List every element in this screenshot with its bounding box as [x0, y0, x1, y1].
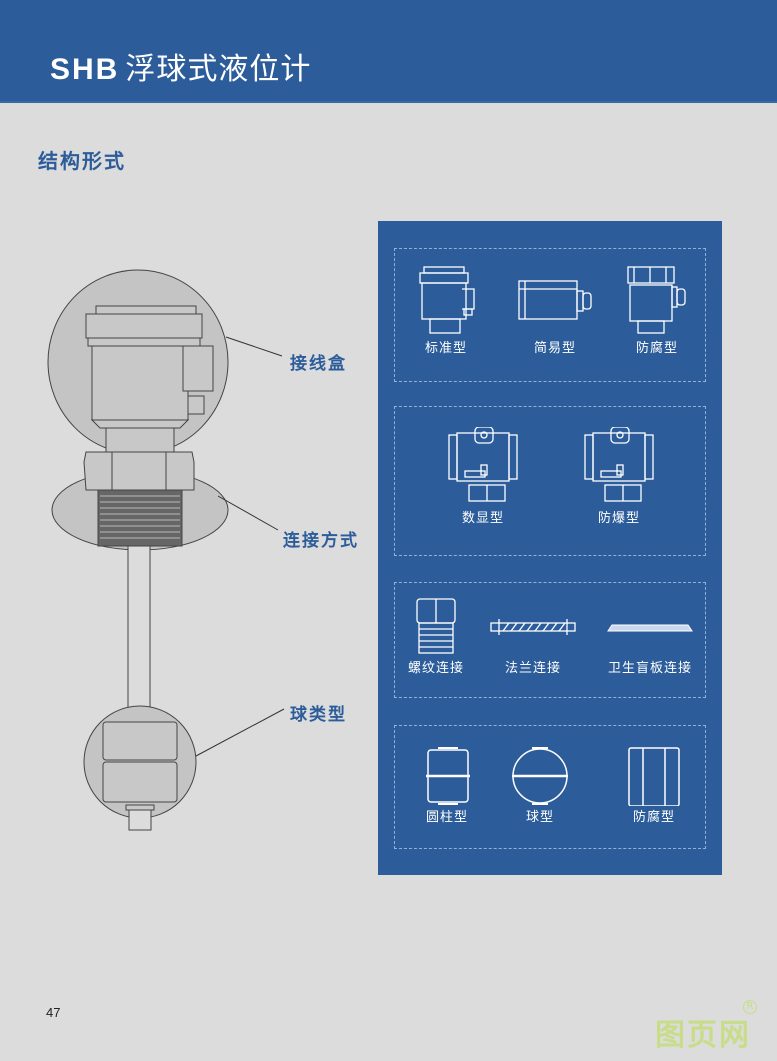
option-label: 标准型	[424, 341, 467, 356]
option-label: 圆柱型	[425, 810, 468, 825]
standard-box-icon	[419, 266, 475, 334]
watermark-text: 图页网	[655, 1018, 751, 1053]
flange-connection-icon	[490, 619, 576, 635]
option-sphere: 球型	[507, 746, 573, 825]
product-name: 浮球式液位计	[125, 52, 312, 87]
guide-rod	[127, 545, 151, 727]
option-anticorrosion-float: 防腐型	[619, 746, 689, 825]
page-number: 47	[46, 1005, 61, 1020]
callout-float-type: 球类型	[290, 705, 347, 725]
callout-lines	[195, 336, 285, 757]
callout-connection: 连接方式	[283, 531, 359, 551]
option-label: 螺纹连接	[407, 661, 464, 676]
registered-mark-icon: R	[743, 1000, 757, 1014]
sanitary-blind-icon	[607, 624, 693, 632]
option-standard: 标准型	[413, 265, 479, 356]
cylinder-float-icon	[426, 747, 470, 805]
connection-drawing	[83, 451, 195, 547]
group-float-types: 圆柱型 球型 防腐型	[394, 725, 706, 849]
option-label: 防腐型	[635, 341, 678, 356]
brand-name: SHB	[50, 53, 120, 86]
watermark-logo: 图页网 R	[655, 1000, 757, 1054]
callout-junction-box: 接线盒	[290, 354, 347, 374]
option-simple: 简易型	[513, 265, 597, 356]
option-digital-display: 数显型	[441, 427, 525, 526]
option-label: 数显型	[461, 511, 504, 526]
option-label: 球型	[525, 810, 554, 825]
option-sanitary-blind: 卫生盲板连接	[599, 597, 701, 676]
group-connection-types: 螺纹连接 法兰连接 卫生盲板连接	[394, 582, 706, 698]
anticorrosion-float-icon	[628, 747, 680, 806]
group-display-types: 数显型 防爆型	[394, 406, 706, 556]
option-threaded: 螺纹连接	[397, 597, 475, 676]
option-label: 法兰连接	[504, 661, 561, 676]
simple-box-icon	[518, 280, 592, 320]
option-flange: 法兰连接	[485, 597, 581, 676]
option-label: 防爆型	[597, 511, 640, 526]
option-label: 防腐型	[632, 810, 675, 825]
sphere-float-icon	[512, 747, 568, 805]
digital-display-icon	[448, 427, 518, 502]
explosion-proof-icon	[584, 427, 654, 502]
option-label: 简易型	[533, 341, 576, 356]
options-panel: 标准型 简易型 防腐型 数显型	[378, 221, 722, 875]
junction-box-drawing	[85, 305, 214, 453]
threaded-connection-icon	[416, 598, 456, 654]
option-label: 卫生盲板连接	[607, 661, 692, 676]
section-title: 结构形式	[38, 149, 126, 173]
group-junction-box-types: 标准型 简易型 防腐型	[394, 248, 706, 382]
option-explosion-proof: 防爆型	[577, 427, 661, 526]
option-cylinder: 圆柱型	[417, 746, 477, 825]
float-drawing	[102, 721, 178, 831]
option-anticorrosion-box: 防腐型	[619, 265, 695, 356]
anticorrosion-box-icon	[627, 266, 686, 334]
